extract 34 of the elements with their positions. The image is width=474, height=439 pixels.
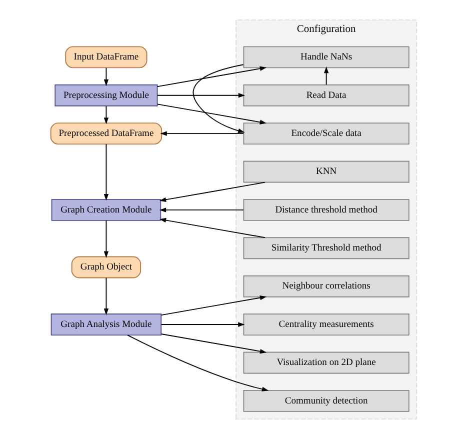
node-box: Graph Object [70, 256, 141, 278]
node-box: KNN [242, 160, 409, 183]
arrow [192, 64, 244, 134]
node-box: Preprocessing Module [54, 84, 158, 106]
node-box: Graph Analysis Module [50, 314, 162, 336]
arrow [156, 104, 266, 124]
node-box: Centrality measurements [242, 314, 409, 336]
arrow [158, 218, 265, 238]
arrow [103, 106, 108, 124]
node-box: Input DataFrame [64, 46, 147, 68]
node-box: Similarity Threshold method [242, 237, 409, 260]
node-box: Visualization on 2D plane [242, 352, 409, 374]
node-box: Handle NaNs [242, 46, 409, 68]
arrow [160, 322, 244, 327]
arrow [323, 66, 328, 86]
arrow [156, 93, 245, 98]
node-box: Preprocessed DataFrame [50, 122, 162, 145]
arrow [103, 220, 108, 258]
node-box: Graph Creation Module [50, 198, 161, 221]
arrow [103, 67, 108, 86]
arrow [103, 144, 108, 201]
arrow [160, 131, 244, 136]
arrow [160, 295, 266, 316]
node-box: Neighbour correlations [242, 275, 409, 298]
arrow [126, 334, 268, 392]
node-box: Encode/Scale data [242, 122, 409, 145]
arrow [160, 334, 266, 354]
node-box: Community detection [242, 390, 409, 412]
arrow [156, 66, 266, 88]
arrow [158, 208, 244, 212]
arrow [103, 277, 108, 316]
arrow [158, 182, 265, 202]
node-box: Read Data [242, 84, 409, 106]
node-box: Distance threshold method [242, 198, 409, 221]
